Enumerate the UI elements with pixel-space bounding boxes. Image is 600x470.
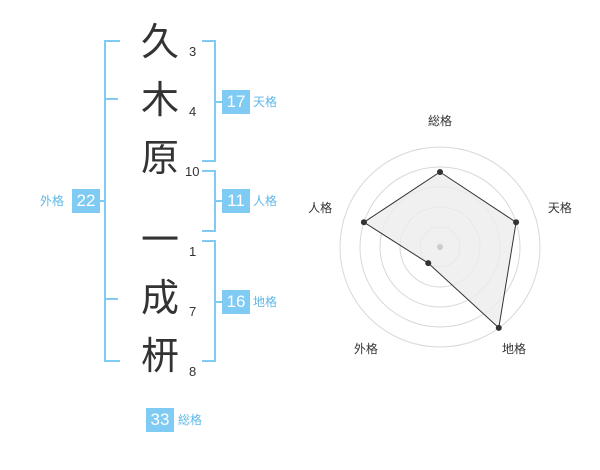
soukaku-value-badge: 33 bbox=[146, 408, 174, 432]
radar-axis-label-3: 地格 bbox=[502, 341, 526, 356]
tenkaku-value-badge: 17 bbox=[222, 90, 250, 114]
radar-axis-label-4: 外格 bbox=[354, 341, 378, 356]
tenkaku-connector bbox=[214, 101, 222, 103]
gaikaku-bracket-tick bbox=[104, 98, 118, 100]
name-char-6: 枅 bbox=[140, 334, 179, 378]
stroke-count-5: 7 bbox=[189, 304, 197, 319]
tenkaku-label: 天格 bbox=[253, 95, 278, 109]
jinkaku-value-badge: 11 bbox=[222, 189, 250, 213]
chikaku-value-badge: 16 bbox=[222, 290, 250, 314]
radar-point-2 bbox=[513, 219, 520, 226]
chikaku-connector bbox=[214, 301, 222, 303]
gaikaku-bracket-tick bbox=[104, 298, 118, 300]
jinkaku-label: 人格 bbox=[253, 194, 278, 208]
radar-point-1 bbox=[437, 169, 443, 175]
name-char-5: 成 bbox=[140, 276, 179, 320]
radar-axis-label-2: 天格 bbox=[548, 200, 572, 215]
radar-axis-label-1: 総格 bbox=[428, 113, 452, 128]
radar-center bbox=[437, 244, 443, 250]
radar-point-4 bbox=[425, 260, 432, 267]
radar-point-5 bbox=[360, 219, 367, 226]
radar-ring bbox=[339, 146, 541, 348]
soukaku-label: 総格 bbox=[178, 413, 203, 427]
stroke-count-6: 8 bbox=[189, 364, 197, 379]
stroke-count-4: 1 bbox=[189, 244, 197, 259]
gaikaku-label: 外格 bbox=[40, 194, 65, 208]
radar-axis-label-5: 人格 bbox=[308, 200, 332, 215]
name-char-1: 久 bbox=[140, 20, 179, 64]
stroke-count-2: 4 bbox=[189, 104, 197, 119]
name-char-2: 木 bbox=[140, 78, 179, 122]
jinkaku-connector bbox=[214, 200, 222, 202]
radar-ring bbox=[359, 166, 521, 328]
radar-point-3 bbox=[495, 324, 502, 331]
stroke-count-3: 10 bbox=[185, 164, 200, 179]
chikaku-label: 地格 bbox=[253, 295, 278, 309]
name-char-4: 一 bbox=[140, 218, 179, 262]
gaikaku-value-badge: 22 bbox=[72, 189, 100, 213]
name-char-3: 原 bbox=[140, 136, 179, 180]
gaikaku-connector bbox=[98, 200, 106, 202]
stroke-count-1: 3 bbox=[189, 44, 197, 59]
gaikaku-bracket bbox=[104, 40, 120, 362]
